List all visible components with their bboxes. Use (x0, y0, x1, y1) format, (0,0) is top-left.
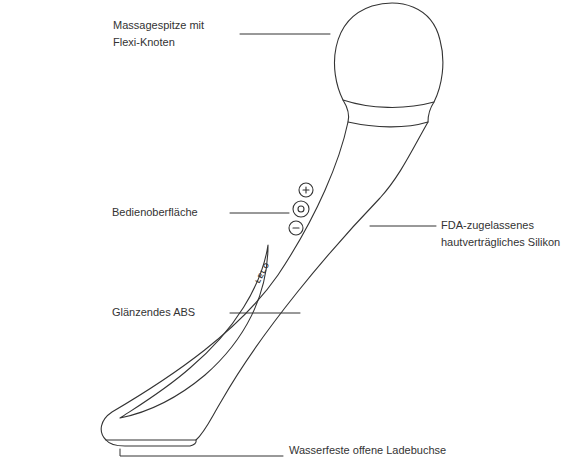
handle-body (101, 122, 428, 440)
part-label: Glänzendes ABS (112, 304, 224, 321)
part-label: Massagespitze mit Flexi-Knoten (113, 17, 213, 51)
part-label: Bedienoberfläche (112, 204, 224, 221)
brand-logo: LELO (254, 260, 271, 283)
control-buttons (289, 183, 313, 235)
part-label: Wasserfeste offene Ladebuchse (289, 442, 569, 459)
abs-strip (120, 245, 268, 418)
leader-lines (120, 34, 436, 456)
part-label: FDA-zugelassenes hautverträgliches Silik… (441, 217, 571, 251)
neck-collar (343, 100, 434, 127)
charging-base (106, 440, 196, 446)
massage-head (334, 3, 442, 107)
